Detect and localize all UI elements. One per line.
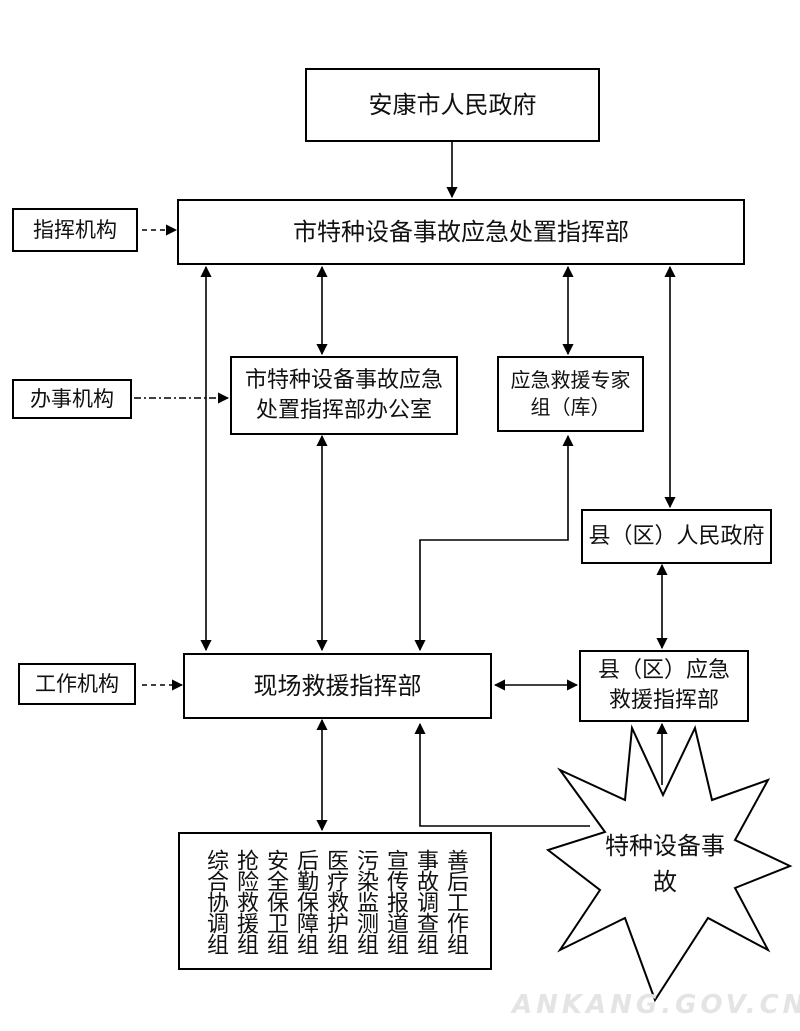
node-county-gov-label: 县（区）人民政府: [588, 523, 765, 549]
node-top-gov: 安康市人民政府: [305, 68, 600, 142]
side-label-working: 工作机构: [18, 663, 136, 705]
node-experts: 应急救援专家组（库）: [497, 356, 644, 432]
node-experts-label: 应急救援专家组（库）: [510, 368, 631, 419]
node-command: 市特种设备事故应急处置指挥部: [177, 199, 745, 265]
team-item: 抢险救援组: [233, 848, 258, 954]
arrow-accident-onsite: [414, 722, 590, 827]
node-top-gov-label: 安康市人民政府: [368, 90, 537, 119]
side-label-commanding: 指挥机构: [12, 208, 138, 252]
node-office: 市特种设备事故应急处置指挥部办公室: [230, 356, 458, 435]
team-item: 污染监测组: [353, 848, 378, 954]
node-onsite: 现场救援指挥部: [183, 653, 492, 719]
node-command-label: 市特种设备事故应急处置指挥部: [293, 217, 629, 246]
team-item: 后勤保障组: [293, 848, 318, 954]
arrow-experts-onsite: [414, 434, 574, 652]
node-county-cmd: 县（区）应急救援指挥部: [579, 650, 749, 722]
side-label-commanding-text: 指挥机构: [33, 217, 117, 242]
side-label-working-text: 工作机构: [35, 671, 119, 696]
watermark: ANKANG.GOV.CN: [512, 990, 800, 1020]
accident-starburst: [545, 724, 793, 1003]
teams-box: 综合协调组 抢险救援组 安全保卫组 后勤保障组 医疗救护组 污染监测组 宣传报道…: [178, 832, 492, 970]
team-item: 宣传报道组: [383, 848, 408, 954]
node-county-cmd-label: 县（区）应急救援指挥部: [597, 658, 730, 713]
side-label-office-text: 办事机构: [30, 386, 114, 411]
team-item: 综合协调组: [203, 848, 228, 954]
team-item: 安全保卫组: [263, 848, 288, 954]
node-accident: 特种设备事故: [605, 828, 725, 900]
node-county-gov: 县（区）人民政府: [581, 509, 772, 564]
node-accident-label: 特种设备事故: [605, 832, 725, 896]
team-item: 医疗救护组: [323, 848, 348, 954]
side-label-office: 办事机构: [12, 379, 132, 419]
node-office-label: 市特种设备事故应急处置指挥部办公室: [244, 367, 443, 423]
team-item: 事故调查组: [413, 848, 438, 954]
node-onsite-label: 现场救援指挥部: [253, 671, 422, 700]
team-item: 善后工作组: [443, 848, 468, 954]
